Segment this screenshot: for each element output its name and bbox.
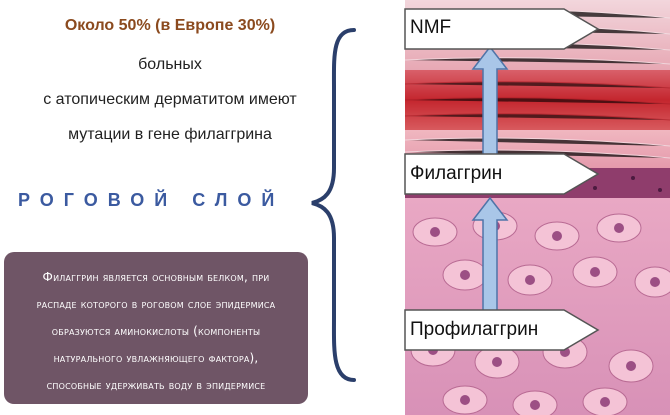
- info-line: натурального увлажняющего фактора),: [53, 351, 259, 365]
- info-line: способные удерживать воду в эпидермисе: [46, 378, 266, 392]
- label-filaggrin: Филаггрин: [410, 163, 503, 184]
- label-tag-shape: [404, 8, 600, 50]
- info-line: образуются аминокислоты (компоненты: [51, 324, 261, 338]
- skin-histology-image: [405, 0, 670, 415]
- label-profilaggrin: Профилаггрин: [410, 319, 539, 340]
- up-arrow-icon: [471, 45, 509, 164]
- info-line: Филаггрин является основным белком, при: [42, 270, 270, 284]
- up-arrow-icon: [471, 196, 509, 317]
- layer-title: РОГОВОЙ СЛОЙ: [18, 190, 285, 210]
- statement-line: больных: [138, 56, 202, 73]
- label-nmf: NMF: [410, 17, 452, 38]
- statement-highlight: Около 50% (в Европе 30%): [64, 17, 276, 34]
- info-line: распаде которого в роговом слое эпидерми…: [36, 297, 276, 311]
- statement-line: с атопическим дерматитом имеют: [43, 91, 297, 108]
- label-tag-shape: [404, 153, 600, 195]
- curly-brace-icon: [311, 28, 356, 382]
- info-box: Филаггрин является основным белком, при …: [4, 252, 308, 404]
- statement-line: мутации в гене филаггрина: [68, 126, 272, 143]
- label-tag-shape: [404, 309, 600, 351]
